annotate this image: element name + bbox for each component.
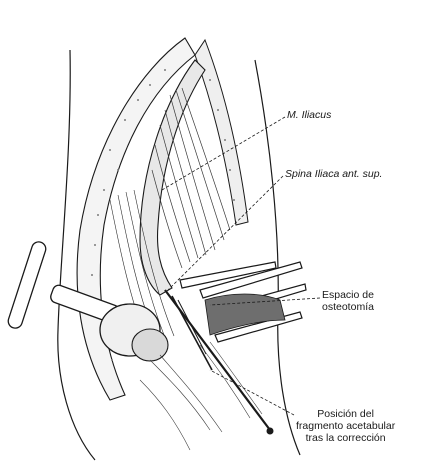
label-espacio-line-1: Espacio de (322, 289, 374, 301)
leader-posicion (209, 369, 295, 416)
osteotomy-rods (164, 289, 274, 435)
label-posicion-fragmento: Posición del fragmento acetabular tras l… (296, 408, 395, 444)
label-m-iliacus: M. Iliacus (287, 109, 332, 121)
leader-espacio (209, 297, 321, 306)
label-posicion-line-1: Posición del (317, 408, 374, 420)
leader-spina (167, 175, 284, 291)
label-espacio-osteotomia: Espacio de osteotomía (322, 289, 374, 313)
leader-iliacus (161, 116, 286, 191)
incision-flap (76, 37, 249, 401)
label-spina-iliaca: Spina Iliaca ant. sup. (285, 168, 383, 180)
leader-lines (161, 116, 321, 416)
iliac-crest (139, 59, 206, 296)
lower-tissue (139, 341, 263, 451)
label-espacio-line-2: osteotomía (322, 301, 374, 313)
label-posicion-line-2: fragmento acetabular (296, 420, 396, 432)
retractor-handle (7, 241, 169, 362)
label-posicion-line-3: tras la corrección (305, 432, 386, 444)
iliacus-muscle (151, 87, 231, 269)
